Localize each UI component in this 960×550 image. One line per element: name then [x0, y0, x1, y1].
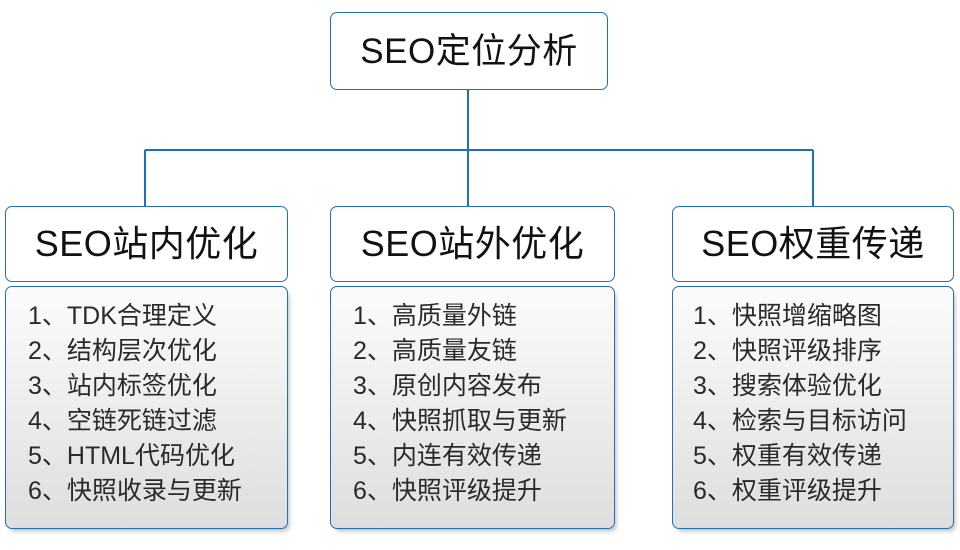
list-item[interactable]: 4、快照抓取与更新 — [353, 407, 567, 435]
list-item[interactable]: 3、原创内容发布 — [353, 372, 542, 400]
list-item[interactable]: 1、高质量外链 — [353, 302, 517, 330]
branch-header-seo-weight[interactable]: SEO权重传递 — [672, 206, 954, 282]
branch-body-seo-onsite: 1、TDK合理定义 2、结构层次优化 3、站内标签优化 4、空链死链过滤 5、H… — [5, 286, 288, 529]
branch-seo-onsite: SEO站内优化 1、TDK合理定义 2、结构层次优化 3、站内标签优化 4、空链… — [5, 206, 288, 529]
list-item[interactable]: 5、HTML代码优化 — [28, 442, 235, 470]
list-item[interactable]: 1、快照增缩略图 — [693, 302, 882, 330]
branch-seo-offsite: SEO站外优化 1、高质量外链 2、高质量友链 3、原创内容发布 4、快照抓取与… — [330, 206, 615, 529]
root-node-label: SEO定位分析 — [360, 31, 578, 71]
branch-header-seo-offsite[interactable]: SEO站外优化 — [330, 206, 615, 282]
branch-header-label: SEO站外优化 — [360, 223, 585, 264]
branch-item-list: 1、快照增缩略图 2、快照评级排序 3、搜索体验优化 4、检索与目标访问 5、权… — [673, 299, 953, 509]
branch-body-seo-weight: 1、快照增缩略图 2、快照评级排序 3、搜索体验优化 4、检索与目标访问 5、权… — [672, 286, 954, 529]
list-item[interactable]: 2、结构层次优化 — [28, 337, 217, 365]
list-item[interactable]: 3、搜索体验优化 — [693, 372, 882, 400]
list-item[interactable]: 1、TDK合理定义 — [28, 302, 217, 330]
branch-header-seo-onsite[interactable]: SEO站内优化 — [5, 206, 288, 282]
list-item[interactable]: 5、权重有效传递 — [693, 442, 882, 470]
list-item[interactable]: 2、高质量友链 — [353, 337, 517, 365]
list-item[interactable]: 4、检索与目标访问 — [693, 407, 907, 435]
list-item[interactable]: 4、空链死链过滤 — [28, 407, 217, 435]
list-item[interactable]: 6、快照评级提升 — [353, 477, 542, 505]
branch-body-seo-offsite: 1、高质量外链 2、高质量友链 3、原创内容发布 4、快照抓取与更新 5、内连有… — [330, 286, 615, 529]
branch-header-label: SEO权重传递 — [701, 223, 925, 264]
list-item[interactable]: 3、站内标签优化 — [28, 372, 217, 400]
branch-item-list: 1、高质量外链 2、高质量友链 3、原创内容发布 4、快照抓取与更新 5、内连有… — [331, 299, 614, 509]
list-item[interactable]: 6、快照收录与更新 — [28, 477, 242, 505]
branch-item-list: 1、TDK合理定义 2、结构层次优化 3、站内标签优化 4、空链死链过滤 5、H… — [6, 299, 287, 509]
list-item[interactable]: 2、快照评级排序 — [693, 337, 882, 365]
list-item[interactable]: 6、权重评级提升 — [693, 477, 882, 505]
branch-header-label: SEO站内优化 — [34, 223, 259, 264]
root-node[interactable]: SEO定位分析 — [330, 12, 608, 90]
list-item[interactable]: 5、内连有效传递 — [353, 442, 542, 470]
branch-seo-weight: SEO权重传递 1、快照增缩略图 2、快照评级排序 3、搜索体验优化 4、检索与… — [672, 206, 954, 529]
